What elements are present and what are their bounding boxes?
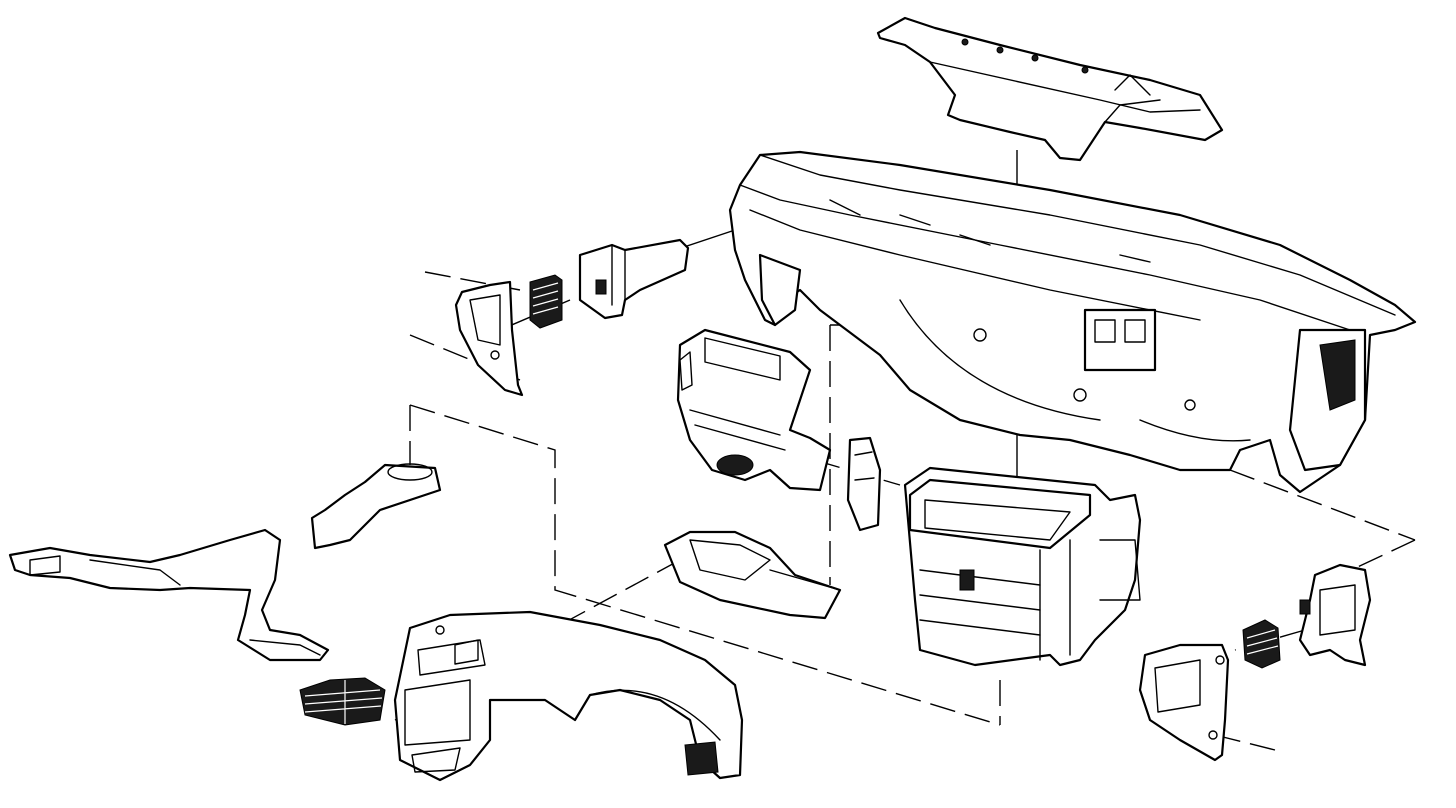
right-outlet-louvers — [1242, 619, 1281, 669]
carrier-fastener-3 — [1184, 399, 1196, 411]
bezel-cluster-arch — [589, 689, 721, 741]
center-outlet-slats — [304, 680, 383, 724]
carrier-cross-beam — [739, 184, 1351, 331]
module-bracket — [846, 436, 882, 532]
carrier-bracket-window-1 — [1094, 319, 1116, 343]
right-trim-body — [1138, 643, 1230, 762]
right-trim-fastener-bottom — [1208, 730, 1218, 740]
module-verticals — [1039, 539, 1071, 661]
defroster-clip-2 — [996, 46, 1004, 54]
module-lower-ribs — [919, 569, 1041, 636]
defroster-clip-4 — [1081, 66, 1089, 74]
right-duct-opening — [1319, 584, 1356, 636]
floor-air-duct — [8, 463, 442, 662]
center-vent-outlet — [299, 677, 386, 726]
module-actuator — [959, 569, 975, 591]
instrument-panel-carrier — [728, 150, 1417, 494]
carrier-right-vent-opening — [1319, 339, 1356, 411]
left-end-trim-panel — [454, 280, 524, 397]
leader-carrier-right-edge — [1229, 469, 1416, 541]
left-trim-fastener — [490, 350, 500, 360]
bezel-top-right-opening — [454, 639, 479, 665]
carrier-top-edge — [759, 154, 1396, 316]
instrument-panel-trim-bezel — [393, 610, 744, 782]
defroster-grille-panel — [876, 16, 1224, 162]
floor-duct-upper-port — [387, 463, 433, 481]
carrier-curve-left — [899, 299, 1101, 421]
blower-housing-ribs — [689, 409, 786, 451]
defroster-clip-1 — [961, 38, 969, 46]
defroster-panel-edge — [929, 61, 1201, 113]
left-trim-body — [454, 280, 524, 397]
leader-center-duct-to-bezel — [559, 559, 681, 626]
carrier-fastener-2 — [1073, 388, 1087, 402]
heater-ac-module — [903, 466, 1142, 667]
bezel-fastener — [435, 625, 445, 635]
module-side-case — [1099, 539, 1141, 601]
floor-duct-upper — [310, 463, 442, 550]
left-duct-clip — [595, 279, 607, 295]
module-top-opening — [924, 499, 1071, 541]
floor-duct-left-outlet — [29, 555, 61, 576]
defroster-panel-rib — [1114, 74, 1151, 96]
leader-left-trim-bottom — [409, 334, 521, 381]
floor-duct-lower — [8, 528, 330, 662]
left-outlet-slats — [532, 282, 559, 315]
right-outlet-slats — [1246, 629, 1279, 655]
leader-floor-duct-route — [409, 404, 1001, 726]
bezel-body — [393, 610, 744, 782]
right-trim-fastener-top — [1215, 655, 1225, 665]
left-trim-opening — [469, 294, 501, 346]
blower-side-flange — [679, 351, 693, 391]
bezel-top-left-opening — [417, 639, 486, 676]
defroster-panel-corner — [1104, 99, 1161, 123]
carrier-bracket-window-2 — [1124, 319, 1146, 343]
right-trim-opening — [1154, 659, 1201, 713]
bracket-ribs — [854, 451, 875, 481]
bracket-body — [846, 436, 882, 532]
blower-body — [676, 328, 832, 492]
floor-duct-seam — [89, 559, 181, 586]
carrier-ribbing — [829, 199, 1151, 263]
bezel-side-vent — [684, 741, 719, 776]
defroster-clip-3 — [1031, 54, 1039, 62]
left-side-vent-outlet — [529, 274, 563, 329]
center-duct-opening — [689, 539, 771, 581]
carrier-cross-beam-lower — [749, 209, 1201, 321]
blower-inlet — [704, 337, 781, 381]
center-duct-flange — [769, 569, 841, 591]
carrier-curve-right — [1139, 419, 1251, 442]
center-vent-duct — [663, 530, 842, 620]
right-duct-clip — [1299, 599, 1311, 615]
leader-right-trim-bottom — [1214, 734, 1276, 751]
bezel-lower-opening — [411, 747, 461, 773]
bezel-radio-opening — [404, 679, 471, 746]
carrier-body — [728, 150, 1417, 494]
carrier-left-bracket — [758, 253, 802, 327]
left-side-vent-duct — [578, 238, 690, 320]
blower-motor — [716, 454, 754, 476]
right-side-vent-outlet — [1242, 619, 1281, 669]
blower-motor-assembly — [676, 328, 832, 492]
left-duct-flange — [611, 244, 626, 306]
left-duct-body — [578, 238, 690, 320]
floor-duct-foot-outlet — [249, 639, 321, 656]
right-end-trim-panel — [1138, 643, 1230, 762]
carrier-fastener-1 — [973, 328, 987, 342]
right-duct-body — [1298, 563, 1372, 667]
right-side-vent-duct — [1298, 563, 1372, 667]
